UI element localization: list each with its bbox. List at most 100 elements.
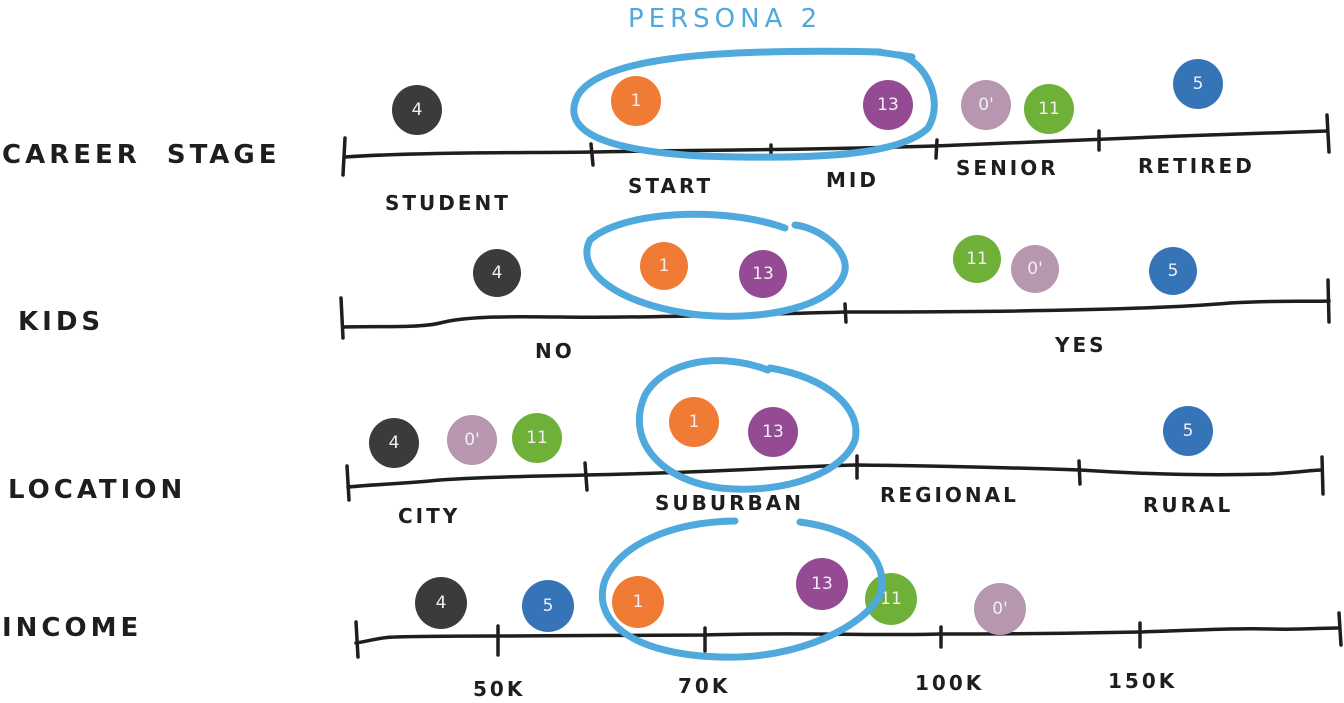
persona-bubble-label: 4 [492, 263, 503, 283]
persona-bubble-label: 0' [1027, 259, 1043, 279]
category-label-yes: YES [1054, 333, 1107, 357]
axis-tick [934, 138, 939, 160]
tick-label-150k: 150K [1108, 669, 1177, 693]
persona-bubble-circle [953, 235, 1001, 283]
row-kids: KIDS NO YES [18, 278, 1331, 363]
tick-label-70k: 70K [678, 674, 730, 698]
persona-2-highlight-ring [583, 210, 849, 320]
persona-bubble-label: 13 [762, 422, 784, 442]
axis-end-tick [1325, 113, 1331, 154]
axis-end-tick [345, 464, 351, 502]
axis-tick [843, 302, 848, 324]
axis-tick [1077, 459, 1082, 486]
category-label-no: NO [535, 339, 575, 363]
persona-bubble-label: 5 [543, 596, 554, 616]
persona-bubble-0: 0' [974, 583, 1026, 635]
persona-bubble-circle [392, 85, 442, 135]
persona-group-title: PERSONA 2 [628, 4, 822, 34]
persona-bubble-circle [1173, 59, 1223, 109]
persona-bubble-circle [612, 576, 664, 628]
axis-end-tick [341, 136, 347, 177]
persona-bubble-0: 0' [1011, 245, 1059, 293]
axis-tick [583, 461, 589, 492]
persona-bubble-circle [415, 577, 467, 629]
persona-bubble-11: 11 [953, 235, 1001, 283]
persona-bubble-circle [863, 80, 913, 130]
category-label-senior: SENIOR [956, 156, 1059, 180]
axis-end-tick [1337, 611, 1343, 647]
persona-bubble-circle [1024, 84, 1074, 134]
persona-bubble-0: 0' [447, 415, 497, 465]
tick-label-100k: 100K [915, 671, 984, 695]
persona-bubble-label: 13 [877, 95, 899, 115]
persona-bubble-5: 5 [1173, 59, 1223, 109]
persona-bubble-1: 1 [669, 397, 719, 447]
persona-bubble-label: 1 [689, 412, 700, 432]
persona-bubble-circle [522, 580, 574, 632]
persona-bubble-label: 13 [752, 264, 774, 284]
persona-bubble-label: 1 [631, 91, 642, 111]
axis-line [354, 626, 1340, 645]
axis-end-tick [1320, 455, 1325, 496]
tick-label-50k: 50K [473, 677, 525, 701]
persona-bubble-circle [974, 583, 1026, 635]
persona-bubble-label: 11 [1038, 99, 1060, 119]
persona-bubble-circle [1011, 245, 1059, 293]
persona-bubble-circle [473, 249, 521, 297]
persona-bubble-circle [739, 250, 787, 298]
persona-bubble-1: 1 [611, 76, 661, 126]
persona-bubble-13: 13 [748, 407, 798, 457]
persona-bubble-4: 4 [369, 418, 419, 468]
row-label-kids: KIDS [18, 307, 104, 337]
category-label-mid: MID [826, 168, 879, 192]
persona-bubble-5: 5 [522, 580, 574, 632]
persona-bubble-label: 11 [880, 589, 902, 609]
category-label-city: CITY [398, 504, 460, 528]
persona-bubble-label: 4 [412, 100, 423, 120]
persona-bubble-4: 4 [473, 249, 521, 297]
row-career-stage: CAREER STAGE STUDENT START MID SENIOR RE… [2, 113, 1331, 215]
persona-2-highlight-ring [570, 47, 938, 161]
persona-bubble-circle [796, 558, 848, 610]
axis-end-tick [1326, 278, 1331, 324]
persona-bubble-4: 4 [415, 577, 467, 629]
highlight-stroke-tail [874, 48, 916, 61]
persona-bubble-11: 11 [1024, 84, 1074, 134]
persona-bubble-circle [369, 418, 419, 468]
persona-bubble-5: 5 [1163, 406, 1213, 456]
persona-bubble-circle [447, 415, 497, 465]
persona-bubble-5: 5 [1149, 247, 1197, 295]
persona-bubble-circle [1163, 406, 1213, 456]
persona-bubble-label: 11 [966, 249, 988, 269]
persona-bubble-13: 13 [739, 250, 787, 298]
row-label-career-stage: CAREER STAGE [2, 140, 281, 170]
persona-bubble-13: 13 [796, 558, 848, 610]
persona-bubble-circle [669, 397, 719, 447]
persona-bubble-circle [865, 573, 917, 625]
persona-2-highlight-ring [598, 517, 886, 661]
persona-2-highlight-ring [636, 357, 860, 493]
persona-bubble-circle [1149, 247, 1197, 295]
row-location: LOCATION CITY SUBURBAN REGIONAL RURAL [8, 454, 1325, 528]
persona-bubble-1: 1 [612, 576, 664, 628]
persona-bubble-label: 0' [992, 599, 1008, 619]
category-label-start: START [628, 174, 713, 198]
axis-end-tick [354, 620, 360, 659]
axis-tick [589, 142, 595, 167]
persona-bubble-label: 5 [1193, 74, 1204, 94]
persona-bubble-13: 13 [863, 80, 913, 130]
persona-bubble-0: 0' [961, 80, 1011, 130]
persona-bubble-11: 11 [865, 573, 917, 625]
persona-bubble-label: 0' [978, 95, 994, 115]
category-label-regional: REGIONAL [880, 483, 1019, 507]
persona-bubble-label: 0' [464, 430, 480, 450]
persona-bubble-4: 4 [392, 85, 442, 135]
persona-bubble-label: 1 [633, 592, 644, 612]
category-label-student: STUDENT [385, 191, 511, 215]
category-label-suburban: SUBURBAN [655, 491, 804, 515]
row-label-income: INCOME [2, 613, 142, 643]
row-label-location: LOCATION [8, 475, 186, 505]
persona-bubble-label: 5 [1183, 421, 1194, 441]
